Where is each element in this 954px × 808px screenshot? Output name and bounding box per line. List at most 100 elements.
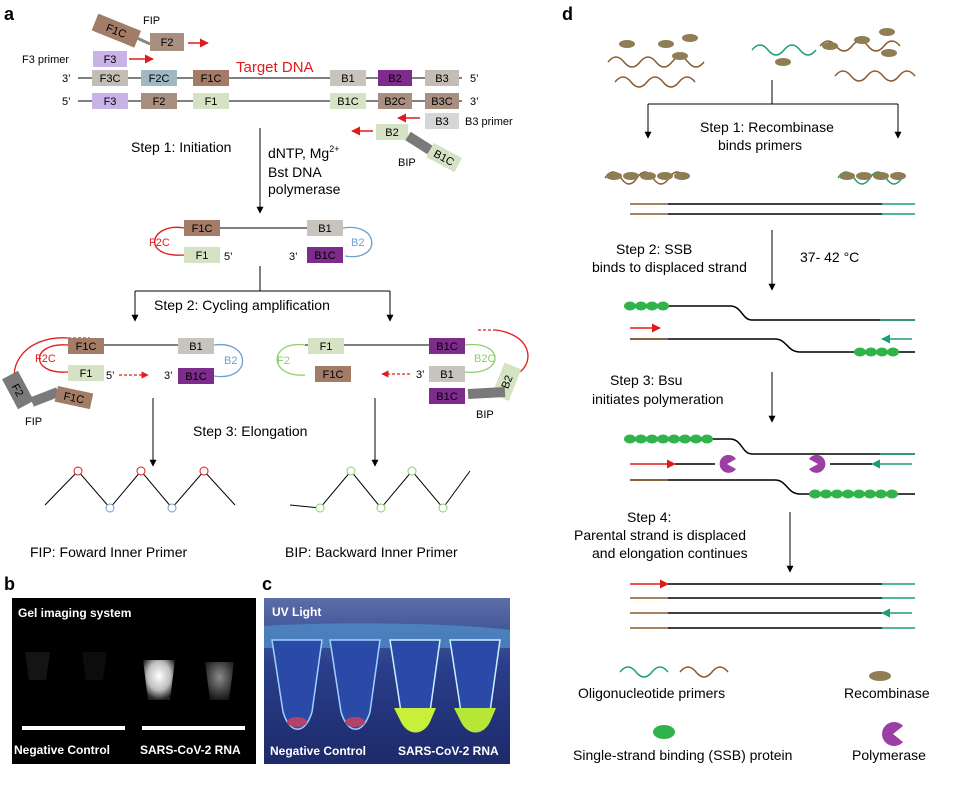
seg-label: B3 xyxy=(435,116,448,128)
bip-label: BIP xyxy=(476,409,494,421)
legend: Oligonucleotide primers Recombinase Sing… xyxy=(573,666,930,763)
seg-label: B1C xyxy=(185,371,206,383)
legend-ssb: Single-strand binding (SSB) protein xyxy=(573,747,792,763)
seg-label: F1 xyxy=(320,341,333,353)
prime-3: 3’ xyxy=(164,370,173,382)
right-zigzag-product xyxy=(289,466,471,513)
gel-tube-neg-2 xyxy=(82,652,107,680)
fip-label: FIP xyxy=(25,416,42,428)
step3-elongation: Step 3: Elongation xyxy=(193,423,307,439)
bip-definition: BIP: Backward Inner Primer xyxy=(285,544,458,560)
dsDNA-template xyxy=(630,203,915,215)
primers-bound-recombinase xyxy=(604,171,906,185)
seg-label: B1C xyxy=(337,96,358,108)
oligo-green-icon xyxy=(619,666,669,678)
fip-label: FIP xyxy=(143,15,160,27)
prime-3: 3’ xyxy=(62,73,71,85)
panel-c: c UV Light Negative Control SARS-CoV-2 R… xyxy=(262,574,510,764)
rpa-step4-b: Parental strand is displaced xyxy=(574,527,746,543)
right-bip-structure: F2 F1 B1C B2C F1C 3’ B1 B2 B1C BIP xyxy=(276,329,529,421)
panel-d: d Step 1: Recombinase binds primers xyxy=(562,4,930,763)
rpa-step2-a: Step 2: SSB xyxy=(616,241,692,257)
gel-tube-neg-1 xyxy=(25,652,50,680)
f3-primer-label: F3 primer xyxy=(22,54,69,66)
prime-5: 5’ xyxy=(224,251,233,263)
step2-cycling: Step 2: Cycling amplification xyxy=(154,297,330,313)
seg-label: F3 xyxy=(104,96,117,108)
seg-label: B2C xyxy=(474,353,495,365)
gel-pos-label: SARS-CoV-2 RNA xyxy=(140,743,241,757)
bip-label: BIP xyxy=(398,157,416,169)
final-duplexes xyxy=(630,579,915,629)
gel-title: Gel imaging system xyxy=(18,606,131,620)
seg-label: B3 xyxy=(435,73,448,85)
bip-primer-top: B2 B1C BIP xyxy=(351,124,463,173)
uv-pos-label: SARS-CoV-2 RNA xyxy=(398,744,499,758)
gel-bar-neg xyxy=(22,726,125,730)
uv-neg-label: Negative Control xyxy=(270,744,366,758)
ssb-displaced-strand xyxy=(624,301,915,357)
recombinase-icon xyxy=(869,671,891,681)
seg-label: B1 xyxy=(318,223,331,235)
target-top-strand: 3’ 5’ F3C F2C F1C B1 B2 B3 xyxy=(62,70,479,86)
panel-label-a: a xyxy=(4,4,15,24)
prime-5: 5’ xyxy=(470,73,479,85)
seg-label: F2C xyxy=(149,73,170,85)
fip-definition: FIP: Foward Inner Primer xyxy=(30,544,187,560)
uv-tube-neg-1 xyxy=(271,639,323,730)
uv-tube-pos-2 xyxy=(449,639,501,733)
seg-label: F2C xyxy=(35,353,56,365)
rpa-step1-a: Step 1: Recombinase xyxy=(700,119,834,135)
seg-label: F2 xyxy=(161,37,174,49)
rpa-step3-b: initiates polymeration xyxy=(592,391,724,407)
bst-label-1: Bst DNA xyxy=(268,164,322,180)
seg-label: B1C xyxy=(436,341,457,353)
seg-label: F1C xyxy=(323,369,344,381)
polymerase-icon xyxy=(882,721,903,746)
panel-a: a F1C F2 FIP F3 primer F3 Target DNA 3’ … xyxy=(2,4,529,560)
target-dna-label: Target DNA xyxy=(236,59,314,76)
uv-tube-pos-1 xyxy=(389,639,441,733)
dntp-label: dNTP, Mg2+ xyxy=(268,144,339,161)
dumbbell-structure: F2C F1C B1 B2 F1 5’ 3’ B1C xyxy=(149,220,373,263)
gel-neg-label: Negative Control xyxy=(14,743,110,757)
uv-title: UV Light xyxy=(272,605,321,619)
seg-label: F2 xyxy=(153,96,166,108)
seg-label: B2 xyxy=(351,237,364,249)
seg-label: B2 xyxy=(499,374,515,391)
prime-5: 5’ xyxy=(106,370,115,382)
seg-label: F2 xyxy=(277,355,290,367)
seg-label: B1C xyxy=(436,391,457,403)
step1-initiation: Step 1: Initiation xyxy=(131,139,231,155)
fip-primer-top: F1C F2 FIP xyxy=(91,13,209,51)
seg-label: B2C xyxy=(384,96,405,108)
left-zigzag-product xyxy=(44,466,236,513)
seg-label: B1 xyxy=(341,73,354,85)
seg-label: B1 xyxy=(189,341,202,353)
panel-label-b: b xyxy=(4,574,15,594)
rpa-step2-b: binds to displaced strand xyxy=(592,259,747,275)
oligo-brown-icon xyxy=(679,666,729,678)
panel-b: b Gel imaging system Negative Control SA… xyxy=(4,574,256,764)
panel-label-c: c xyxy=(262,574,272,594)
prime-3: 3’ xyxy=(470,96,479,108)
prime-3: 3’ xyxy=(416,369,425,381)
uv-tube-neg-2 xyxy=(329,639,381,730)
seg-label: F1 xyxy=(196,250,209,262)
ssb-icon xyxy=(653,725,675,739)
seg-label: F1C xyxy=(192,223,213,235)
left-fip-structure: F2C F1C B1 B2 F1 5’ 3’ B1C F2 F1C xyxy=(2,337,243,428)
seg-label: F1 xyxy=(80,368,93,380)
rpa-step4-a: Step 4: xyxy=(627,509,671,525)
b3-primer: B3 B3 primer xyxy=(397,113,513,129)
gel-tube-pos-2 xyxy=(205,662,234,700)
prime-5: 5’ xyxy=(62,96,71,108)
panel-label-d: d xyxy=(562,4,573,24)
prime-3: 3’ xyxy=(289,251,298,263)
rpa-temp: 37- 42 °C xyxy=(800,249,859,265)
f3-primer: F3 primer F3 xyxy=(22,51,154,67)
seg-label: F3C xyxy=(100,73,121,85)
seg-label: F1C xyxy=(76,341,97,353)
seg-label: B2 xyxy=(385,127,398,139)
